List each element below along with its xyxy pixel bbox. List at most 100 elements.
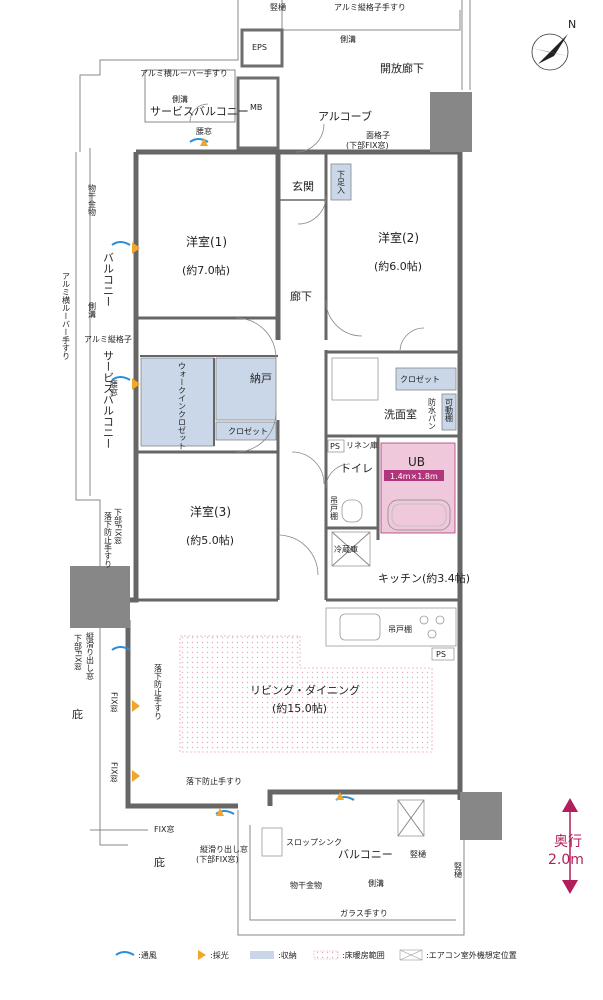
storage-room-area bbox=[215, 357, 277, 421]
column-left bbox=[70, 566, 130, 628]
fix-window-2-label: FIX窓 bbox=[110, 762, 119, 782]
ventilation-arrow-2 bbox=[111, 376, 131, 381]
toilet-label: トイレ bbox=[340, 462, 373, 475]
kitchen-label: キッチン(約3.4帖) bbox=[378, 571, 470, 585]
movable-shelf-area bbox=[441, 393, 457, 431]
lighting-arrow-3 bbox=[200, 138, 208, 146]
lighting-arrow-7 bbox=[216, 808, 224, 816]
legend-lighting-icon bbox=[198, 950, 206, 960]
service-balcony-top-label: サービスバルコニー bbox=[150, 105, 249, 118]
toilet-hanging-shelf-label: 吊戸棚 bbox=[330, 496, 339, 521]
drying-hardware-left-label: 物干金物 bbox=[88, 183, 97, 217]
walkin-closet-area bbox=[140, 357, 215, 447]
closet-2-label: クロゼット bbox=[400, 374, 440, 384]
linen-label: リネン庫 bbox=[346, 440, 378, 450]
eave-left-label: 庇 bbox=[72, 707, 83, 721]
door-swings bbox=[189, 103, 425, 576]
downpipe-top-label: 竪樋 bbox=[270, 2, 286, 12]
lower-fix-2-label: 縦滑り出し窓 bbox=[86, 631, 95, 680]
living-dining-size: (約15.0帖) bbox=[272, 701, 327, 715]
ps-label-1: PS bbox=[330, 442, 340, 451]
closet-area-2 bbox=[395, 367, 457, 391]
legend: :通風 :採光 :収納 :床暖房範囲 :エアコン室外機想定位置 bbox=[115, 949, 517, 961]
legend-ac-label: :エアコン室外機想定位置 bbox=[426, 950, 517, 960]
aluminum-lattice-left-label: アルミ縦格子 bbox=[84, 334, 132, 344]
mb-label: MB bbox=[250, 103, 262, 112]
glass-rail-label: ガラス手すり bbox=[340, 908, 388, 918]
fall-rail-2-label: 落下防止手すり bbox=[154, 663, 163, 720]
wash-basin bbox=[331, 357, 379, 401]
walkin-closet-label: ウォークインクロゼット bbox=[178, 362, 187, 450]
depth-value: 2.0m bbox=[548, 852, 584, 868]
bath-size-label: 1.4m×1.8m bbox=[390, 472, 438, 481]
movable-shelf-label: 可動棚 bbox=[445, 398, 454, 423]
western-room-3-size: (約5.0帖) bbox=[186, 533, 234, 547]
legend-storage-label: :収納 bbox=[278, 950, 297, 960]
eps-box bbox=[240, 28, 284, 68]
column-top-right bbox=[430, 92, 472, 152]
downpipe-right-label: 竪樋 bbox=[454, 862, 463, 879]
airflow-arrows bbox=[111, 138, 355, 816]
small-window-2-label: 腰窓 bbox=[110, 380, 119, 396]
compass-north-label: N bbox=[568, 18, 576, 31]
side-gutter-left-label: 側溝 bbox=[88, 301, 97, 319]
ventilation-arrow-3 bbox=[189, 138, 209, 143]
fix-window-1-label: FIX窓 bbox=[110, 692, 119, 712]
lighting-arrow-2 bbox=[132, 378, 140, 390]
slide-window-sub-label: (下部FIX窓) bbox=[196, 854, 239, 864]
waterproof-pan-label: 防水パン bbox=[428, 397, 437, 430]
lighting-arrow-1 bbox=[132, 242, 140, 254]
shoe-cabinet-area bbox=[330, 163, 352, 201]
western-room-1-name: 洋室(1) bbox=[186, 234, 227, 249]
ventilation-arrow-6 bbox=[215, 810, 235, 815]
legend-ventilation-icon bbox=[115, 951, 135, 956]
kitchen-hanging-shelf-label: 吊戸棚 bbox=[388, 624, 412, 634]
column-bottom-right bbox=[460, 792, 502, 840]
stove-burner-2 bbox=[435, 615, 445, 625]
bath-unit bbox=[380, 442, 456, 534]
toilet-bowl bbox=[341, 499, 363, 523]
slop-sink-label: スロップシンク bbox=[286, 838, 342, 847]
storage-room-label: 納戸 bbox=[250, 372, 272, 385]
washroom-label: 洗面室 bbox=[384, 407, 417, 421]
western-room-2-size: (約6.0帖) bbox=[374, 259, 422, 273]
aluminum-rail-top-label: アルミ縦格子手すり bbox=[334, 2, 406, 12]
western-room-1-size: (約7.0帖) bbox=[182, 263, 230, 277]
slop-sink-box bbox=[261, 827, 283, 857]
lattice-window-sub-label: (下部FIX窓) bbox=[346, 140, 389, 150]
bath-label: UB bbox=[408, 455, 425, 469]
stove-burner-3 bbox=[427, 629, 437, 639]
bathtub-inner bbox=[391, 503, 447, 527]
western-room-2-name: 洋室(2) bbox=[378, 230, 419, 245]
ventilation-arrow-4 bbox=[111, 646, 131, 651]
stove-burner-1 bbox=[419, 615, 429, 625]
legend-floor-heating-label: :床暖房範囲 bbox=[342, 950, 385, 960]
entrance-label: 玄関 bbox=[292, 179, 314, 193]
lighting-arrow-5 bbox=[132, 770, 140, 782]
exterior-lines bbox=[75, 0, 471, 936]
bathtub bbox=[387, 499, 451, 531]
legend-lighting-label: :採光 bbox=[210, 950, 229, 960]
lighting-arrow-6 bbox=[336, 792, 344, 800]
ventilation-arrow-1 bbox=[111, 241, 131, 246]
lower-fix-2-sub-label: 下部FIX窓 bbox=[74, 634, 83, 670]
balcony-bottom-label: バルコニー bbox=[338, 848, 393, 861]
western-room-3-name: 洋室(3) bbox=[190, 504, 231, 519]
fix-window-3-label: FIX窓 bbox=[154, 824, 174, 834]
compass: N bbox=[531, 18, 576, 71]
closet-area-1 bbox=[215, 421, 277, 441]
small-window-1-label: 腰窓 bbox=[196, 126, 212, 136]
walls bbox=[125, 100, 463, 809]
balcony-left-label: バルコニー bbox=[102, 252, 115, 307]
ps-label-2: PS bbox=[436, 650, 446, 659]
shoe-cabinet-label: 下足入 bbox=[337, 170, 346, 194]
lattice-window-label: 面格子 bbox=[366, 130, 390, 140]
slide-window-label: 縦滑り出し窓 bbox=[200, 844, 248, 854]
hallway-label: 廊下 bbox=[290, 289, 312, 303]
ps-box-1 bbox=[327, 439, 345, 453]
aluminum-louver-left-label: アルミ横ルーバー手すり bbox=[62, 272, 71, 360]
legend-floor-heating-swatch bbox=[313, 950, 339, 960]
service-balcony-left-label: サービスバルコニー bbox=[102, 350, 115, 449]
fall-rail-3-label: 落下防止手すり bbox=[186, 776, 242, 786]
